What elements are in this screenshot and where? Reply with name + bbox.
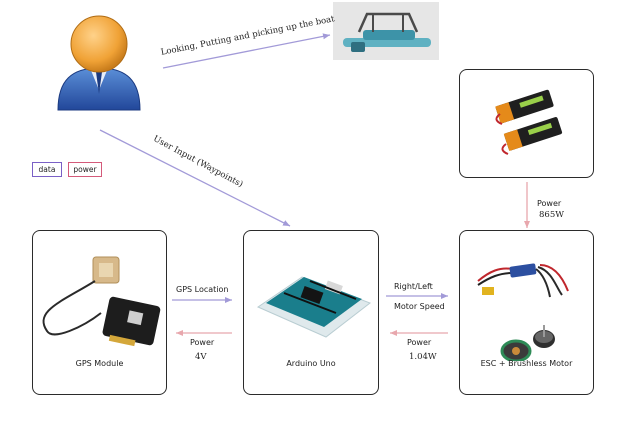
edge-label-gps-power: Power — [190, 338, 215, 347]
gps-module-image — [42, 256, 161, 347]
gps-node: GPS Module — [32, 230, 167, 395]
edge-value-gps-power: 4V — [195, 352, 207, 362]
boat-image — [333, 2, 439, 60]
esc-motor-node: ESC + Brushless Motor — [459, 230, 594, 395]
gps-node-label: GPS Module — [75, 359, 124, 368]
edge-label-battery-power: Power — [537, 199, 562, 208]
battery-node — [459, 69, 594, 178]
edge-value-esc-power: 1.04W — [409, 352, 437, 362]
user-avatar — [52, 10, 146, 114]
arduino-node: Arduino Uno — [243, 230, 379, 395]
edge-label-right-left: Right/Left — [394, 282, 433, 291]
edge-label-esc-power: Power — [407, 338, 432, 347]
arduino-node-label: Arduino Uno — [286, 359, 336, 368]
legend-data: data — [32, 162, 62, 177]
arrow-user-to-arduino — [99, 129, 291, 227]
edge-label-gps-location: GPS Location — [176, 285, 229, 294]
legend-power: power — [68, 162, 102, 177]
edge-label-user-to-boat: Looking, Putting and picking up the boat — [160, 14, 336, 58]
arduino-uno-image — [256, 276, 372, 338]
edge-label-user-to-arduino: User Input (Waypoints) — [151, 134, 245, 190]
edge-label-motor-speed: Motor Speed — [394, 302, 445, 311]
battery-image — [495, 89, 563, 155]
edge-value-battery-power: 865W — [539, 210, 564, 220]
esc-motor-image — [477, 263, 569, 361]
esc-motor-node-label: ESC + Brushless Motor — [480, 359, 573, 368]
